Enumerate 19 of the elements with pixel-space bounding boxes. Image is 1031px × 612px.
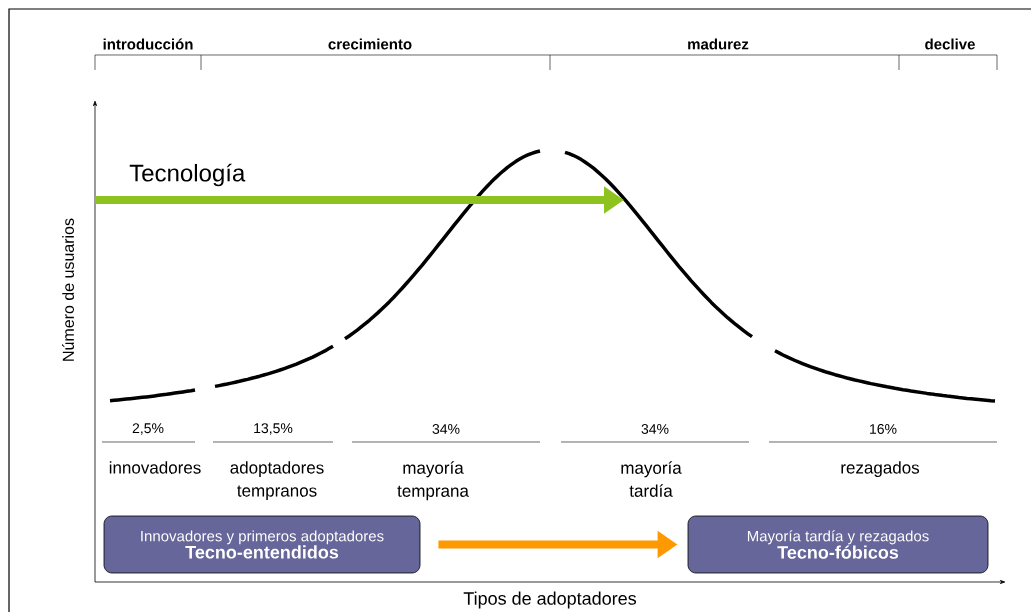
percentage-label: 13,5% [254,423,293,435]
arrow-label: Tecnología [129,163,246,187]
phase-label: declive [925,38,975,50]
percentage-label: 34% [641,424,669,434]
phase-label: crecimiento [328,38,412,50]
category-label: innovadores [109,461,201,474]
percentage-label: 16% [870,424,897,434]
category-label: adoptadores tempranos [230,461,324,501]
axis-label: Tipos de adoptadores [463,591,637,609]
phase-label: madurez [688,38,749,50]
phase-label: introducción [103,38,193,50]
group-box: Mayoría tardía y rezagados Tecno-fóbicos [687,515,989,574]
category-label: rezagados [841,461,920,478]
category-label: mayoría tardía [621,461,682,497]
category-label: mayoría temprana [397,461,469,501]
percentage-label: 2,5% [132,423,164,435]
axis-label: Número de usuarios [62,218,74,361]
percentage-label: 34% [432,424,460,434]
group-box: Innovadores y primeros adoptadores Tecno-entendidos [103,515,421,574]
